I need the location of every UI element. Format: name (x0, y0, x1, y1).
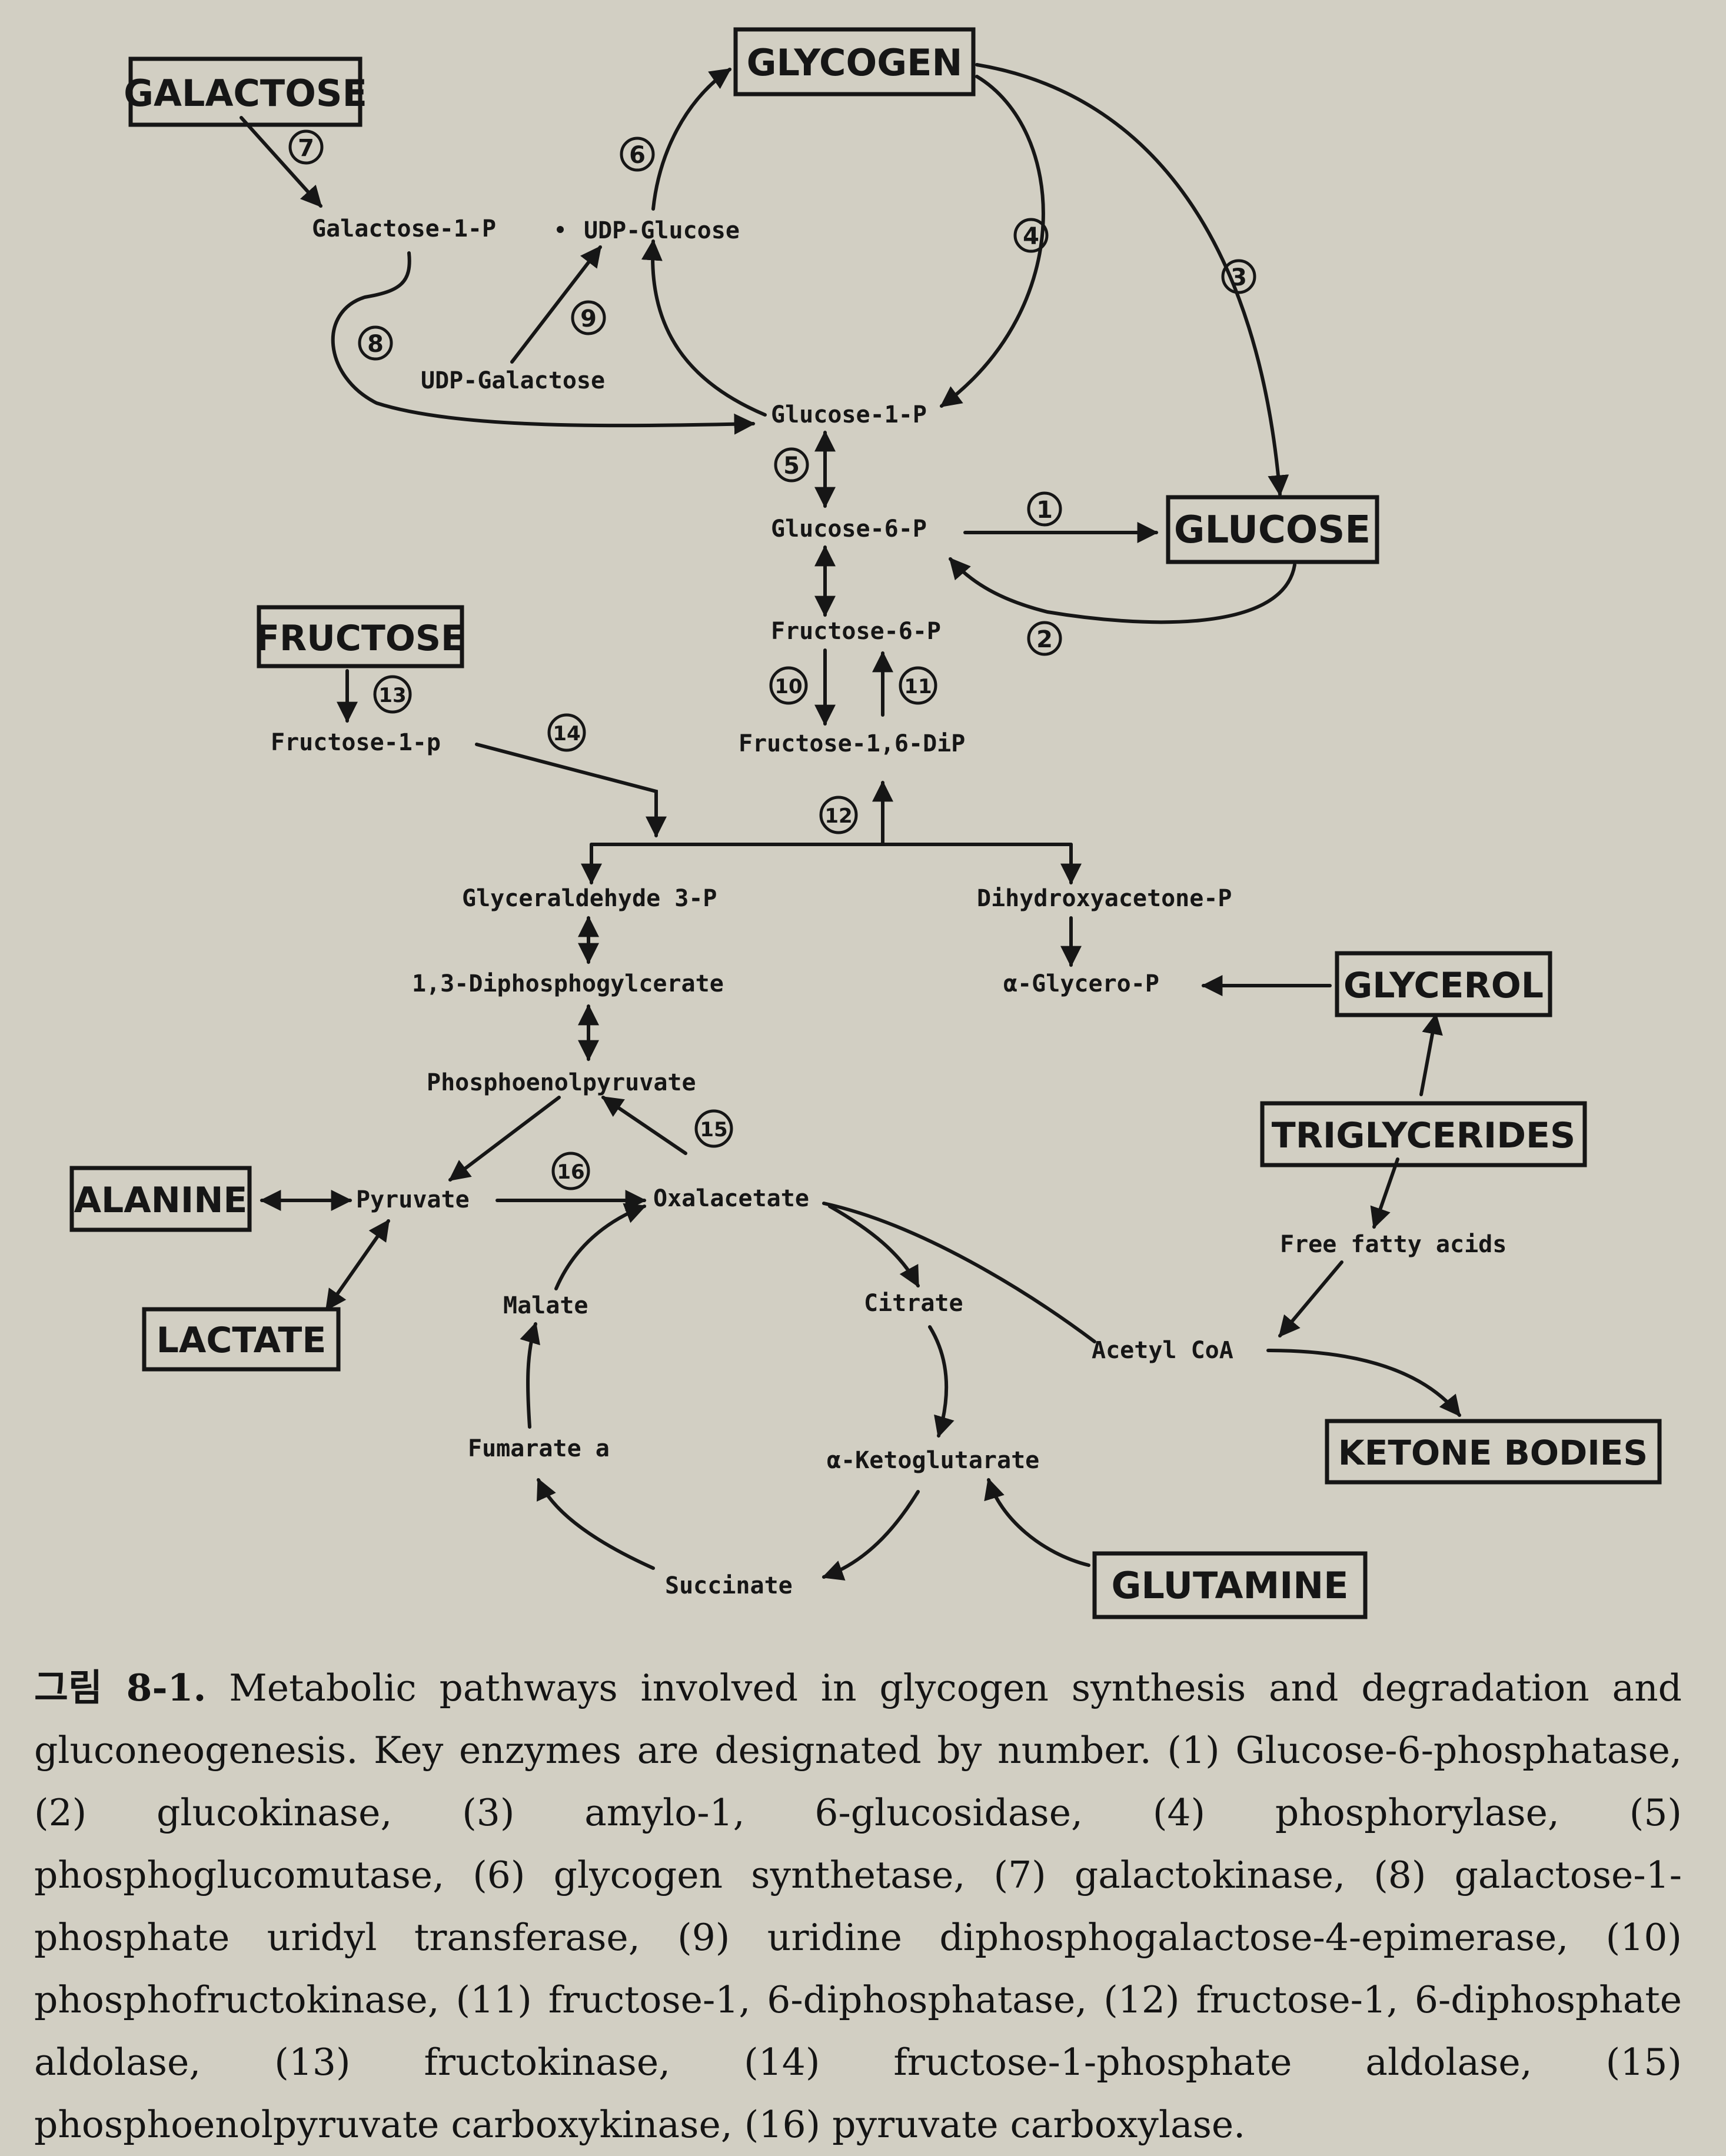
label-free-fatty-acids: Free fatty acids (1280, 1231, 1506, 1258)
label-phosphoenolpyruvate: Phosphoenolpyruvate (427, 1069, 696, 1096)
figure-caption: 그림 8-1. Metabolic pathways involved in g… (34, 1656, 1682, 2156)
label-alpha-ketoglutarate: α-Ketoglutarate (827, 1447, 1039, 1474)
enzyme-number-10: 10 (774, 675, 802, 698)
label-glyceraldehyde-3-p: Glyceraldehyde 3-P (462, 885, 717, 912)
metabolic-pathway-diagram: GALACTOSE GLYCOGEN GLUCOSE FRUCTOSE GLYC… (69, 27, 1662, 1619)
enzyme-number-6: 6 (629, 142, 646, 169)
enzyme-badge-10 (769, 666, 808, 705)
arrow-citrate-to-akg (928, 1325, 955, 1438)
enzyme-badge-6 (620, 137, 655, 172)
label-glucose-1-p: Glucose-1-P (771, 401, 927, 428)
label-fructose-16-dip: Fructose-1,6-DiP (739, 730, 965, 757)
arrow-oxalacetate-to-citrate (828, 1205, 920, 1288)
box-triglycerides: TRIGLYCERIDES (1272, 1115, 1575, 1156)
enzyme-number-9: 9 (580, 305, 597, 332)
enzyme-number-4: 4 (1023, 223, 1039, 250)
arrow-fumarate-to-malate (520, 1322, 540, 1429)
label-dihydroxyacetone-p: Dihydroxyacetone-P (977, 885, 1232, 912)
label-acetyl-coa: Acetyl CoA (1092, 1337, 1233, 1364)
label-fructose-1-p: Fructose-1-p (271, 729, 441, 756)
label-fumarate: Fumarate a (468, 1435, 610, 1462)
enzyme-badge-14 (547, 713, 586, 752)
arrow-fructose1p-to-triose (475, 743, 667, 838)
enzyme-number-8: 8 (367, 331, 384, 358)
enzyme-badge-2 (1027, 621, 1062, 656)
arrow-glucose-to-glucose6p (949, 557, 1296, 624)
arrow-udpglucose-to-glycogen (651, 68, 731, 211)
label-alpha-glycero-p: α-Glycero-P (1003, 970, 1159, 997)
enzyme-number-7: 7 (298, 135, 314, 162)
label-oxalacetate: Oxalacetate (653, 1185, 809, 1212)
box-glycogen: GLYCOGEN (747, 41, 963, 84)
label-malate: Malate (503, 1292, 588, 1319)
enzyme-badge-9 (571, 300, 606, 335)
label-pyruvate: Pyruvate (356, 1186, 470, 1213)
enzyme-badge-12 (819, 796, 858, 834)
box-lactate: LACTATE (157, 1320, 327, 1361)
enzyme-badge-1 (1027, 491, 1062, 527)
arrow-udpgalactose-to-udpglucose (510, 245, 602, 364)
enzyme-badge-16 (551, 1152, 590, 1190)
arrow-glutamine-to-akg (984, 1478, 1090, 1567)
label-udp-glucose: UDP-Glucose (584, 217, 740, 244)
enzyme-number-14: 14 (553, 722, 580, 746)
enzyme-number-13: 13 (378, 684, 406, 707)
line-oxalacetate-to-acetylcoa (822, 1202, 1096, 1343)
arrow-lactate-pyruvate (325, 1219, 390, 1311)
arrow-acetylcoa-to-ketones (1266, 1349, 1461, 1417)
arrow-oxalacetate-to-pep (601, 1096, 687, 1155)
box-ketone-bodies: KETONE BODIES (1338, 1433, 1648, 1473)
enzyme-badge-4 (1013, 218, 1049, 253)
figure-caption-text: Metabolic pathways involved in glycogen … (34, 1666, 1682, 2146)
label-udp-galactose: UDP-Galactose (421, 367, 605, 394)
enzyme-number-1: 1 (1036, 497, 1053, 524)
bullet-dot (557, 226, 564, 233)
box-glycerol: GLYCEROL (1343, 965, 1544, 1006)
label-glucose-6-p: Glucose-6-P (771, 515, 927, 543)
arrow-galactose-to-gal1p (240, 116, 322, 208)
arrow-akg-to-succinate (822, 1490, 920, 1581)
box-glutamine: GLUTAMINE (1112, 1564, 1349, 1607)
enzyme-badge-11 (899, 666, 937, 705)
arrow-glycogen-to-glucose (975, 63, 1289, 497)
arrow-triglycerides-to-glycerol (1419, 1013, 1443, 1096)
enzyme-badge-5 (774, 447, 809, 483)
enzyme-badge-13 (373, 675, 412, 714)
arrow-malate-to-oxalacetate (554, 1203, 647, 1290)
label-galactose-1-p: Galactose-1-P (312, 215, 496, 242)
enzyme-badge-15 (694, 1109, 733, 1148)
box-galactose: GALACTOSE (124, 72, 367, 115)
arrow-ffa-to-acetylcoa (1278, 1260, 1343, 1337)
enzyme-number-2: 2 (1036, 626, 1053, 653)
enzyme-number-12: 12 (824, 804, 852, 828)
box-fructose: FRUCTOSE (255, 618, 465, 659)
enzyme-badge-3 (1221, 259, 1256, 294)
arrow-gal1p-loop-to-glucose1p (331, 251, 756, 435)
box-alanine: ALANINE (74, 1180, 248, 1221)
enzyme-badge-8 (358, 325, 393, 361)
enzyme-number-3: 3 (1231, 264, 1247, 291)
label-fructose-6-p: Fructose-6-P (771, 618, 941, 645)
label-citrate: Citrate (864, 1290, 963, 1317)
label-diphosphoglycerate: 1,3-Diphosphogylcerate (412, 970, 724, 997)
arrow-pep-to-pyruvate (448, 1096, 561, 1182)
enzyme-number-16: 16 (557, 1160, 584, 1184)
enzyme-number-11: 11 (904, 675, 932, 698)
box-glucose: GLUCOSE (1174, 508, 1371, 552)
figure-label: 그림 8-1. (34, 1666, 207, 1709)
arrow-succinate-to-fumarate (537, 1478, 655, 1570)
arrow-glucose1p-to-udpglucose (641, 239, 767, 417)
label-succinate: Succinate (665, 1572, 793, 1599)
arrow-triglycerides-to-ffa (1370, 1157, 1399, 1229)
enzyme-number-15: 15 (700, 1118, 727, 1142)
enzyme-badge-7 (288, 129, 324, 165)
enzyme-number-5: 5 (783, 453, 800, 480)
